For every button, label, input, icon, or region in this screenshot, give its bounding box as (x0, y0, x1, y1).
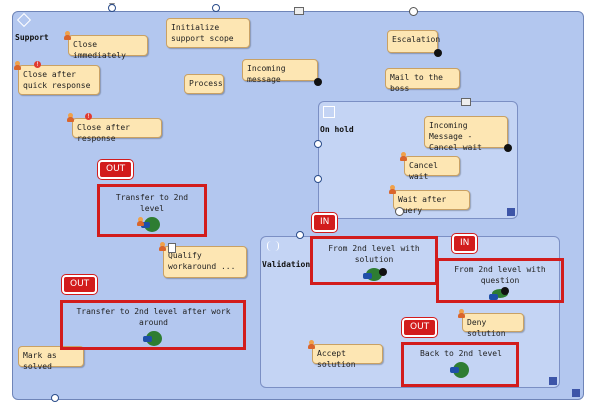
subprocess-icon (141, 217, 160, 232)
user-task-icon (14, 61, 21, 70)
envelope-icon (461, 98, 471, 106)
message-event-icon (314, 78, 322, 86)
task-initialize-scope[interactable]: Initialize support scope (166, 18, 250, 48)
task-deny-solution[interactable]: Deny solution (462, 313, 524, 338)
task-incoming-cancel-wait[interactable]: Incoming Message - Cancel wait (424, 116, 508, 152)
subprocess-icon (363, 268, 382, 281)
on-hold-corner-marker (507, 208, 515, 216)
task-label: Close after response (77, 123, 130, 143)
validation-split-icon (267, 241, 279, 251)
document-icon (168, 243, 176, 253)
task-label: Close after quick response (23, 70, 91, 90)
support-pool-title: Support (15, 33, 49, 42)
task-label: Initialize support scope (171, 23, 234, 43)
task-label: Deny solution (467, 318, 506, 338)
task-qualify-workaround[interactable]: Qualify workaround ... (163, 246, 247, 278)
in-badge: IN (452, 234, 478, 253)
task-escalation[interactable]: Escalation (387, 30, 441, 53)
task-close-quick-response[interactable]: Close after quick response (18, 65, 100, 95)
validation-lane-title: Validation (262, 260, 311, 269)
subprocess-icon (489, 289, 508, 300)
escalation-event-icon (434, 49, 442, 57)
user-task-icon (67, 113, 74, 122)
task-label: From 2nd level with solution (328, 244, 420, 264)
error-icon: ! (85, 113, 92, 120)
task-mark-solved[interactable]: Mark as solved (18, 346, 84, 371)
highlight-transfer-2nd (97, 184, 207, 237)
task-label: From 2nd level with question (454, 265, 546, 285)
task-label: Incoming Message - Cancel wait (429, 121, 482, 152)
start-event-circle (108, 4, 116, 12)
out-badge: OUT (98, 160, 134, 179)
on-hold-play-circle (314, 175, 322, 183)
task-process[interactable]: Process (184, 74, 224, 94)
subprocess-icon (450, 362, 469, 378)
intermediate-event-icon (379, 268, 387, 276)
user-task-icon (400, 152, 407, 161)
envelope-icon (294, 7, 304, 15)
message-event-icon (504, 144, 512, 152)
task-label: Transfer to 2nd level (115, 193, 189, 213)
highlight-back-2nd (401, 342, 519, 387)
task-cancel-wait[interactable]: Cancel wait (404, 156, 460, 181)
task-accept-solution[interactable]: Accept solution (312, 344, 383, 369)
out-badge: OUT (402, 318, 438, 337)
task-label: Escalation (392, 35, 441, 44)
user-task-icon (308, 340, 315, 349)
task-incoming-message[interactable]: Incoming message (242, 59, 318, 84)
support-corner-marker (572, 389, 580, 397)
error-icon: ! (34, 61, 41, 68)
task-transfer-2nd-workaround[interactable]: Transfer to 2nd level after work around (63, 303, 244, 349)
on-hold-grid-icon (323, 106, 335, 118)
task-close-after-response[interactable]: Close after response (72, 118, 162, 143)
start-event-circle (212, 4, 220, 12)
user-task-icon (389, 185, 396, 194)
highlight-from-2nd-solution (310, 236, 438, 285)
task-label: Mark as solved (23, 351, 57, 371)
task-from-2nd-solution[interactable]: From 2nd level with solution (312, 240, 436, 284)
out-badge: OUT (62, 275, 98, 294)
on-hold-lane-title: On hold (320, 125, 354, 134)
validation-corner-marker (549, 377, 557, 385)
task-label: Qualify workaround ... (168, 251, 236, 271)
task-close-immediately[interactable]: Close immediately (68, 35, 148, 60)
task-back-2nd-level[interactable]: Back to 2nd level (404, 345, 518, 385)
task-label: Mail to the boss (390, 73, 443, 93)
task-label: Back to 2nd level (420, 349, 502, 358)
task-label: Close immediately (73, 40, 126, 60)
task-label: Wait after query (398, 195, 447, 215)
task-label: Process (189, 79, 223, 88)
task-label: Incoming message (247, 64, 286, 84)
highlight-from-2nd-question (436, 258, 564, 303)
task-transfer-2nd-level[interactable]: Transfer to 2nd level (100, 189, 204, 235)
user-task-icon (458, 309, 465, 318)
intermediate-event-icon (501, 287, 509, 295)
user-task-icon (64, 31, 71, 40)
end-event-circle (51, 394, 59, 402)
user-task-icon (159, 242, 166, 251)
task-mail-boss[interactable]: Mail to the boss (385, 68, 460, 93)
highlight-transfer-workaround (60, 300, 246, 350)
on-hold-entry-circle (314, 140, 322, 148)
task-label: Transfer to 2nd level after work around (76, 307, 231, 327)
task-label: Accept solution (317, 349, 356, 369)
subprocess-icon (142, 331, 162, 346)
validation-entry-circle (296, 231, 304, 239)
task-label: Cancel wait (409, 161, 438, 181)
timer-icon (409, 7, 418, 16)
task-from-2nd-question[interactable]: From 2nd level with question (438, 261, 562, 301)
user-task-icon (137, 217, 144, 226)
task-wait-after-query[interactable]: Wait after query (393, 190, 470, 215)
timer-icon (395, 207, 404, 216)
in-badge: IN (312, 213, 338, 232)
